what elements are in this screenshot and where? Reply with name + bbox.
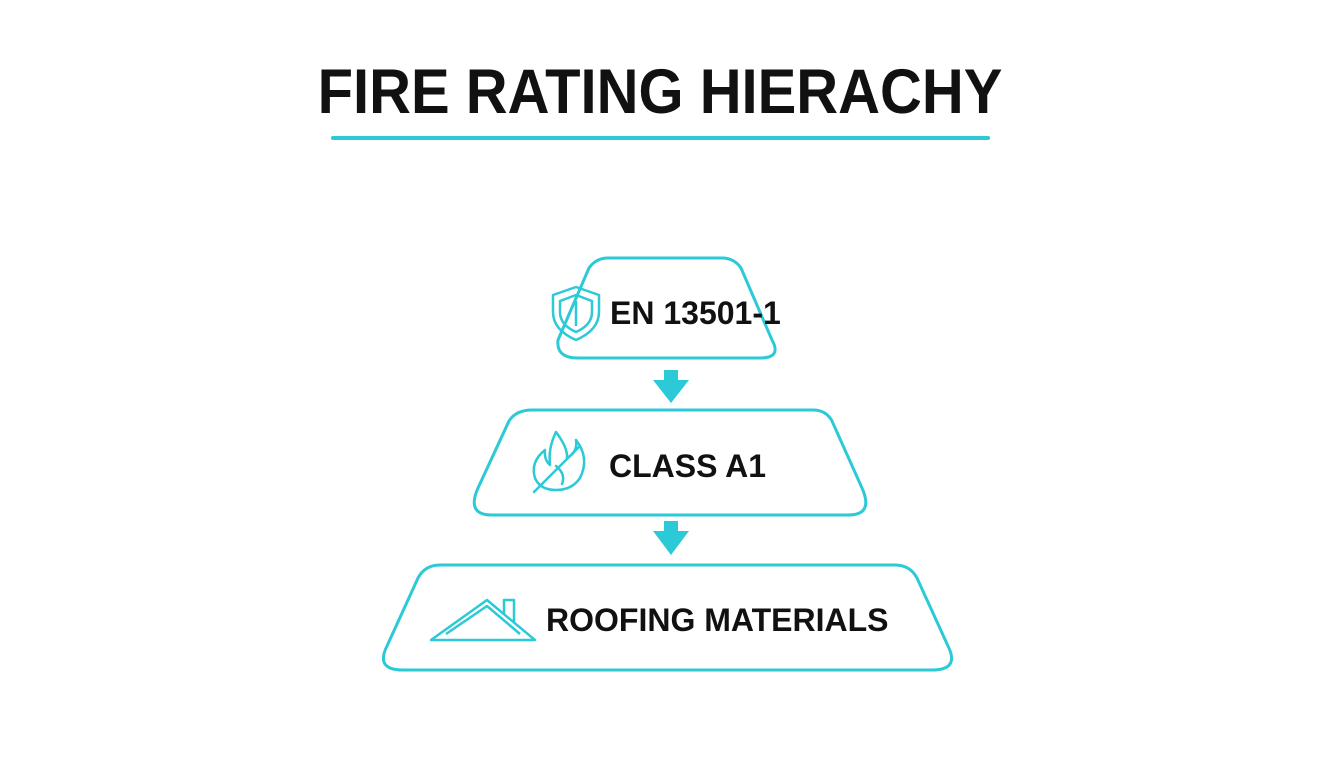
level-1-shape — [556, 256, 777, 360]
arrow-down-icon — [653, 370, 689, 403]
level-3-label: ROOFING MATERIALS — [546, 602, 889, 638]
no-fire-icon — [532, 430, 586, 494]
shield-icon — [551, 285, 601, 342]
level-1-label: EN 13501-1 — [610, 295, 781, 331]
level-3-box: ROOFING MATERIALS — [382, 563, 953, 672]
house-roof-icon — [429, 598, 537, 642]
level-2-box: CLASS A1 — [472, 408, 868, 517]
diagram-title: FIRE RATING HIERACHY — [317, 57, 1003, 127]
level-2-shape — [472, 408, 868, 517]
title-underline — [331, 136, 990, 140]
level-3-shape — [382, 563, 953, 672]
level-1-box: EN 13501-1 — [551, 256, 781, 360]
level-2-label: CLASS A1 — [609, 448, 766, 484]
arrow-down-icon — [653, 521, 689, 555]
